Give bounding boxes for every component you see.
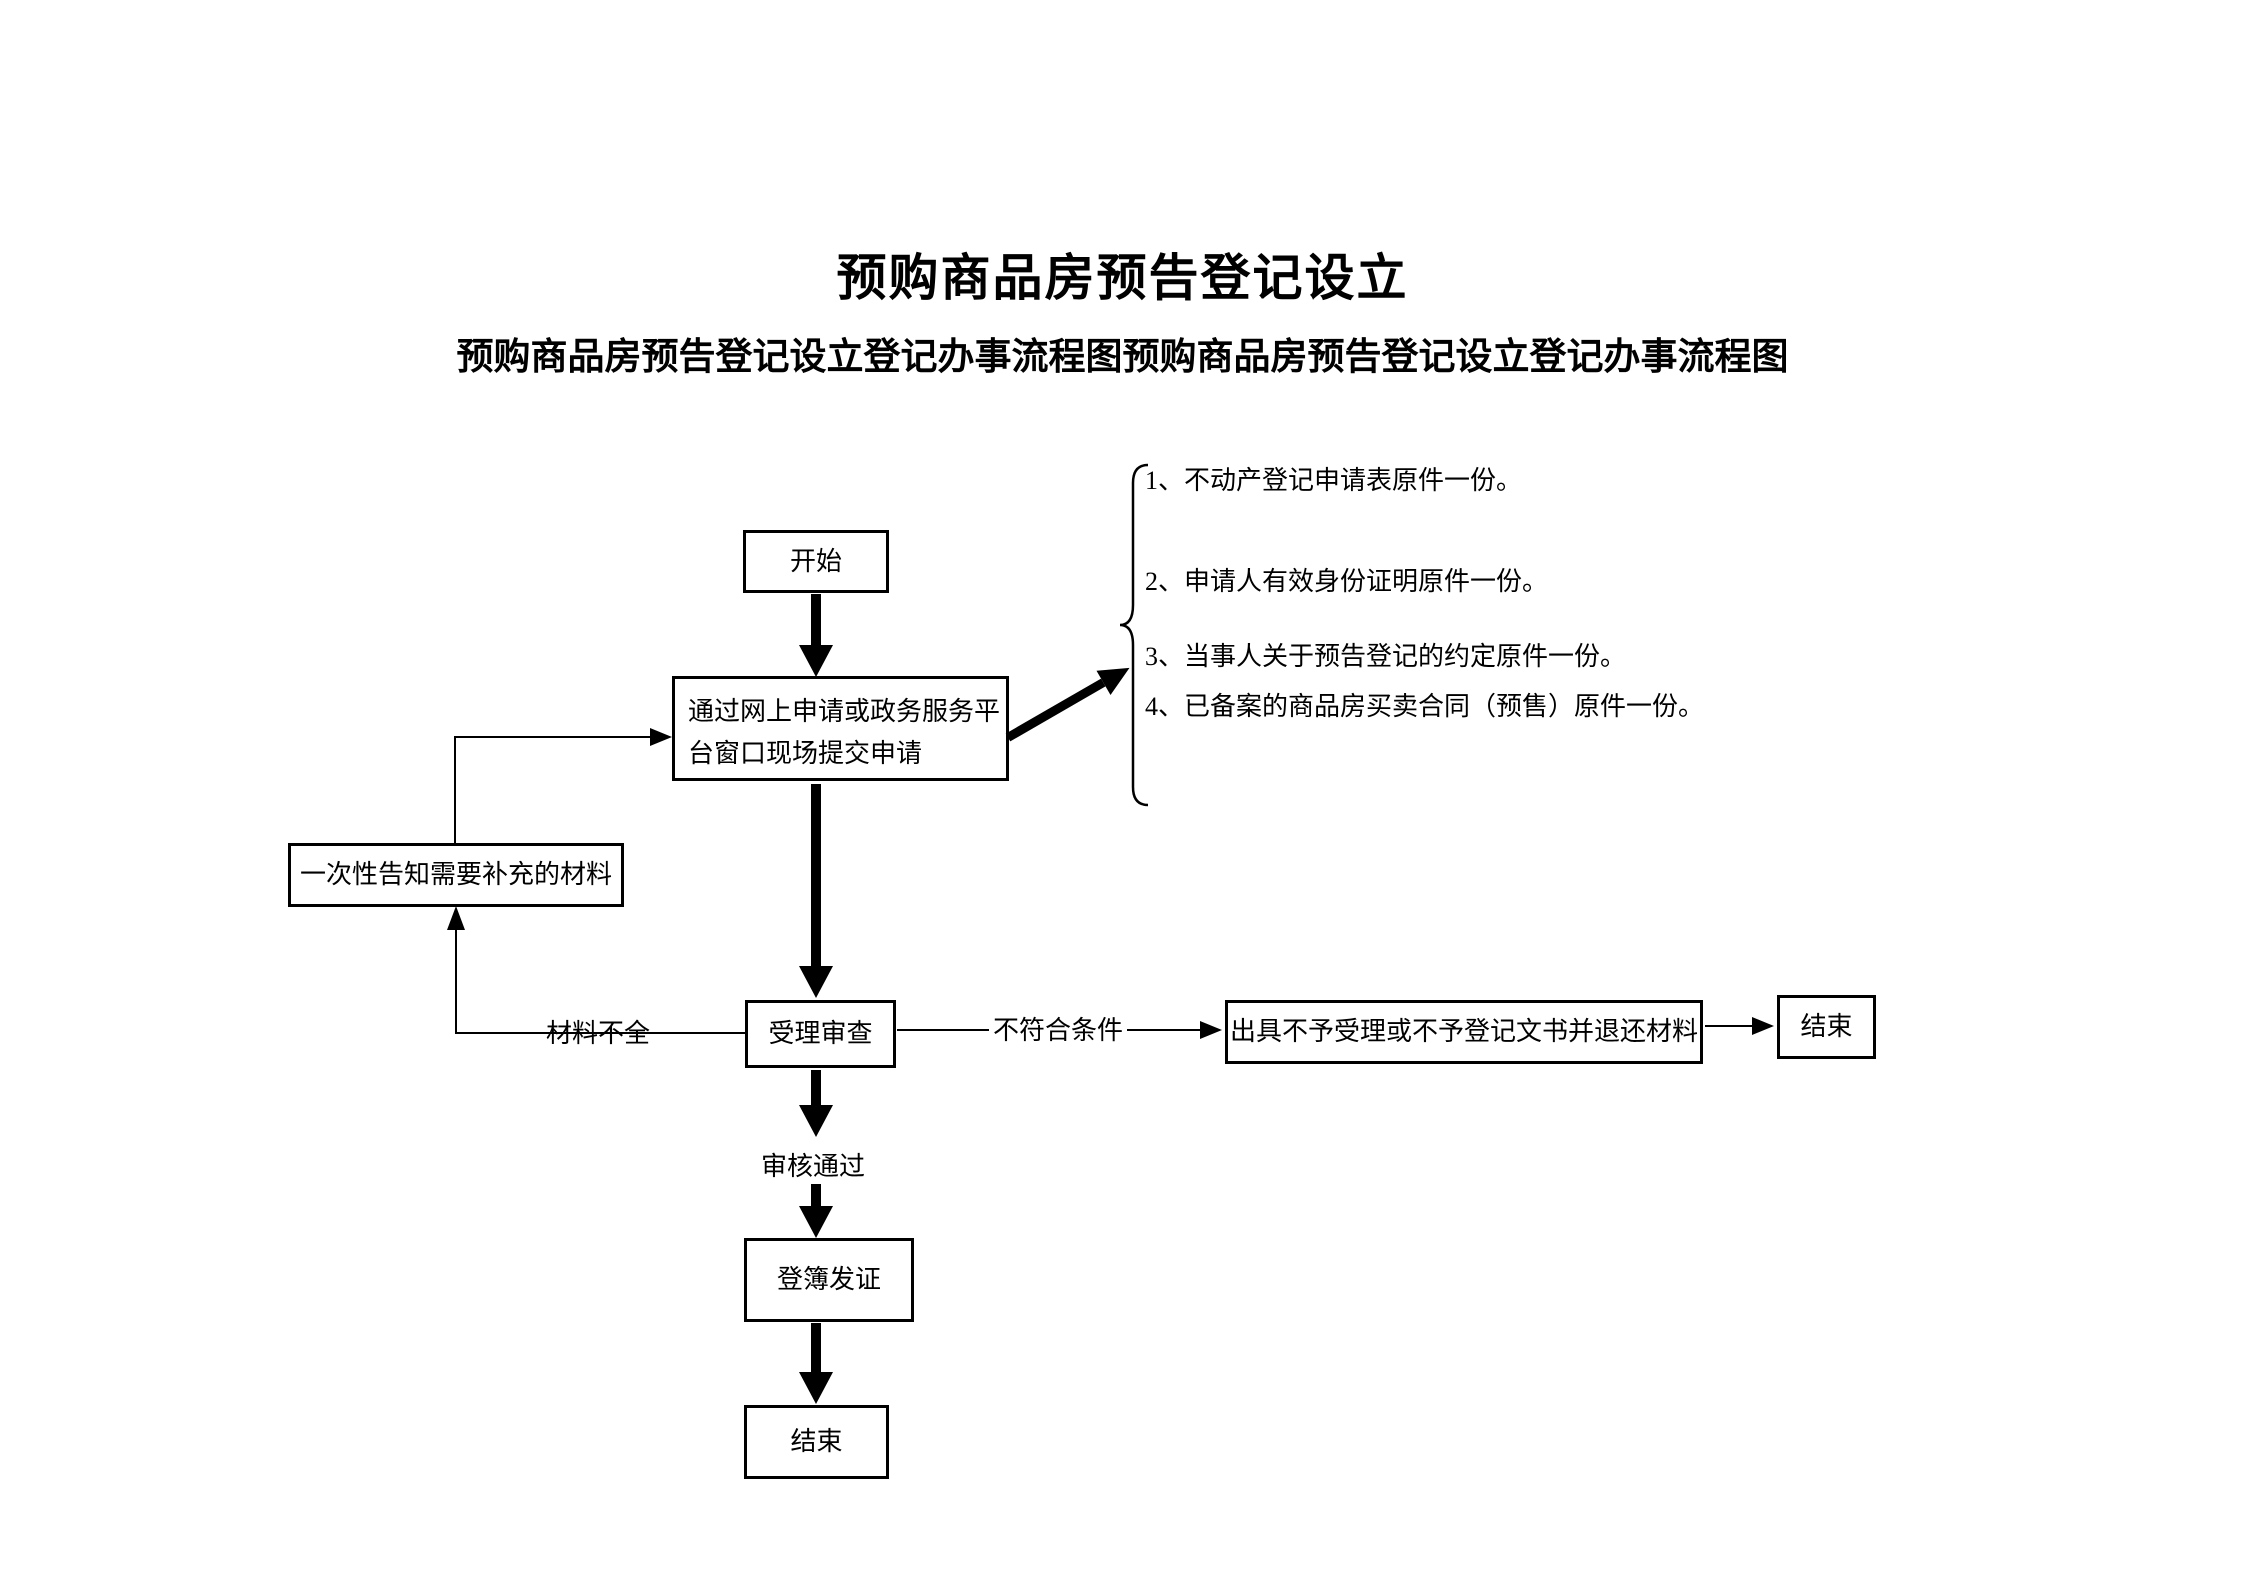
edge-label-materials-incomplete: 材料不全 [543,1017,653,1051]
materials-list-item: 2、申请人有效身份证明原件一份。 [1145,567,1549,596]
flow-node-end: 结束 [744,1405,889,1479]
edge-label-conditions-not-met: 不符合条件 [992,1014,1124,1048]
flow-node-reject-document: 出具不予受理或不予登记文书并退还材料 [1225,1000,1703,1064]
flow-node-apply: 通过网上申请或政务服务平台窗口现场提交申请 [672,676,1009,781]
flow-node-end-reject: 结束 [1777,995,1876,1059]
materials-list-item: 3、当事人关于预告登记的约定原件一份。 [1145,642,1627,671]
flow-node-register-issue: 登簿发证 [744,1238,914,1322]
flow-node-start: 开始 [743,530,889,593]
materials-brace-icon [1119,463,1149,807]
page-title: 预购商品房预告登记设立 [836,250,1409,306]
edge-label-review-passed: 审核通过 [758,1150,868,1184]
arrow-apply-to-materials-icon [1005,655,1137,742]
materials-list-item: 1、不动产登记申请表原件一份。 [1145,466,1523,495]
flow-node-review: 受理审查 [745,1000,896,1068]
materials-list-item: 4、已备案的商品房买卖合同（预售）原件一份。 [1145,692,1705,721]
flow-node-notify-supplement: 一次性告知需要补充的材料 [288,843,624,907]
page-subtitle: 预购商品房预告登记设立登记办事流程图预购商品房预告登记设立登记办事流程图 [456,337,1789,378]
